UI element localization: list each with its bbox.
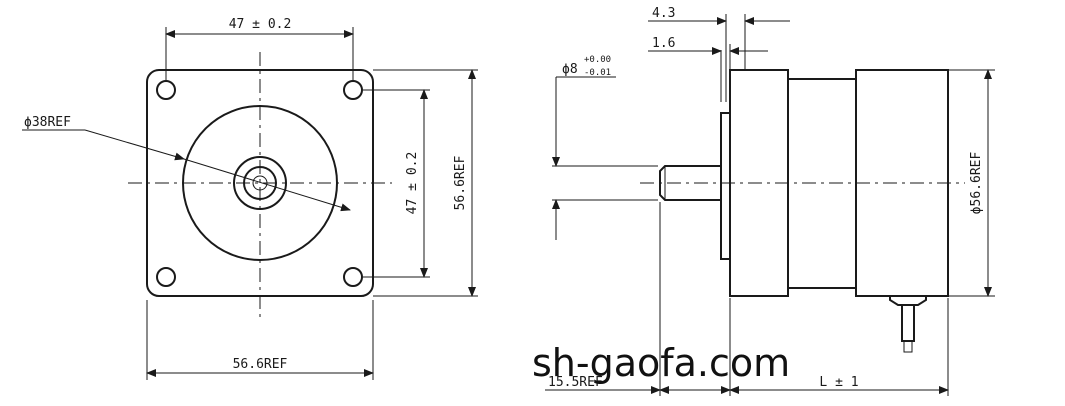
dim-1-6: 1.6	[652, 36, 675, 51]
dim-boss-diameter: ϕ38REF	[24, 115, 71, 130]
mount-hole-br	[343, 267, 363, 287]
boss-leader-inside	[183, 158, 351, 212]
connector-body	[901, 304, 915, 342]
mount-hole-tr	[343, 80, 363, 100]
watermark-text: sh-gaofa.com	[532, 341, 790, 385]
dim-body-diameter: ϕ56.6REF	[969, 152, 984, 215]
dim-4-3: 4.3	[652, 6, 675, 21]
dim-body-length: L ± 1	[819, 375, 858, 390]
boss-leader	[84, 129, 185, 161]
connector-tip	[903, 340, 913, 353]
dim-side-hole-spacing: 47 ± 0.2	[405, 152, 420, 215]
mount-hole-tl	[156, 80, 176, 100]
connector-head	[889, 296, 927, 306]
boss-circle	[182, 105, 338, 261]
dim-width-ref: 56.6REF	[233, 357, 288, 372]
front-view: 47 ± 0.2 47 ± 0.2 56.6REF 56.6REF ϕ38REF	[22, 17, 478, 380]
mount-hole-bl	[156, 267, 176, 287]
dim-height-ref: 56.6REF	[453, 155, 468, 210]
pilot-plate	[720, 112, 731, 260]
dim-shaft-tol-upper: +0.00	[584, 55, 611, 65]
dim-shaft-length: 15.5REF	[548, 375, 603, 390]
dim-shaft-tol-lower: -0.01	[584, 68, 611, 78]
dim-top-hole-spacing: 47 ± 0.2	[229, 17, 292, 32]
side-view: 4.3 1.6 ϕ8 +0.00 -0.01 ϕ56.6REF 15.5REF …	[545, 6, 995, 396]
dim-shaft-diameter: ϕ8	[562, 62, 578, 77]
